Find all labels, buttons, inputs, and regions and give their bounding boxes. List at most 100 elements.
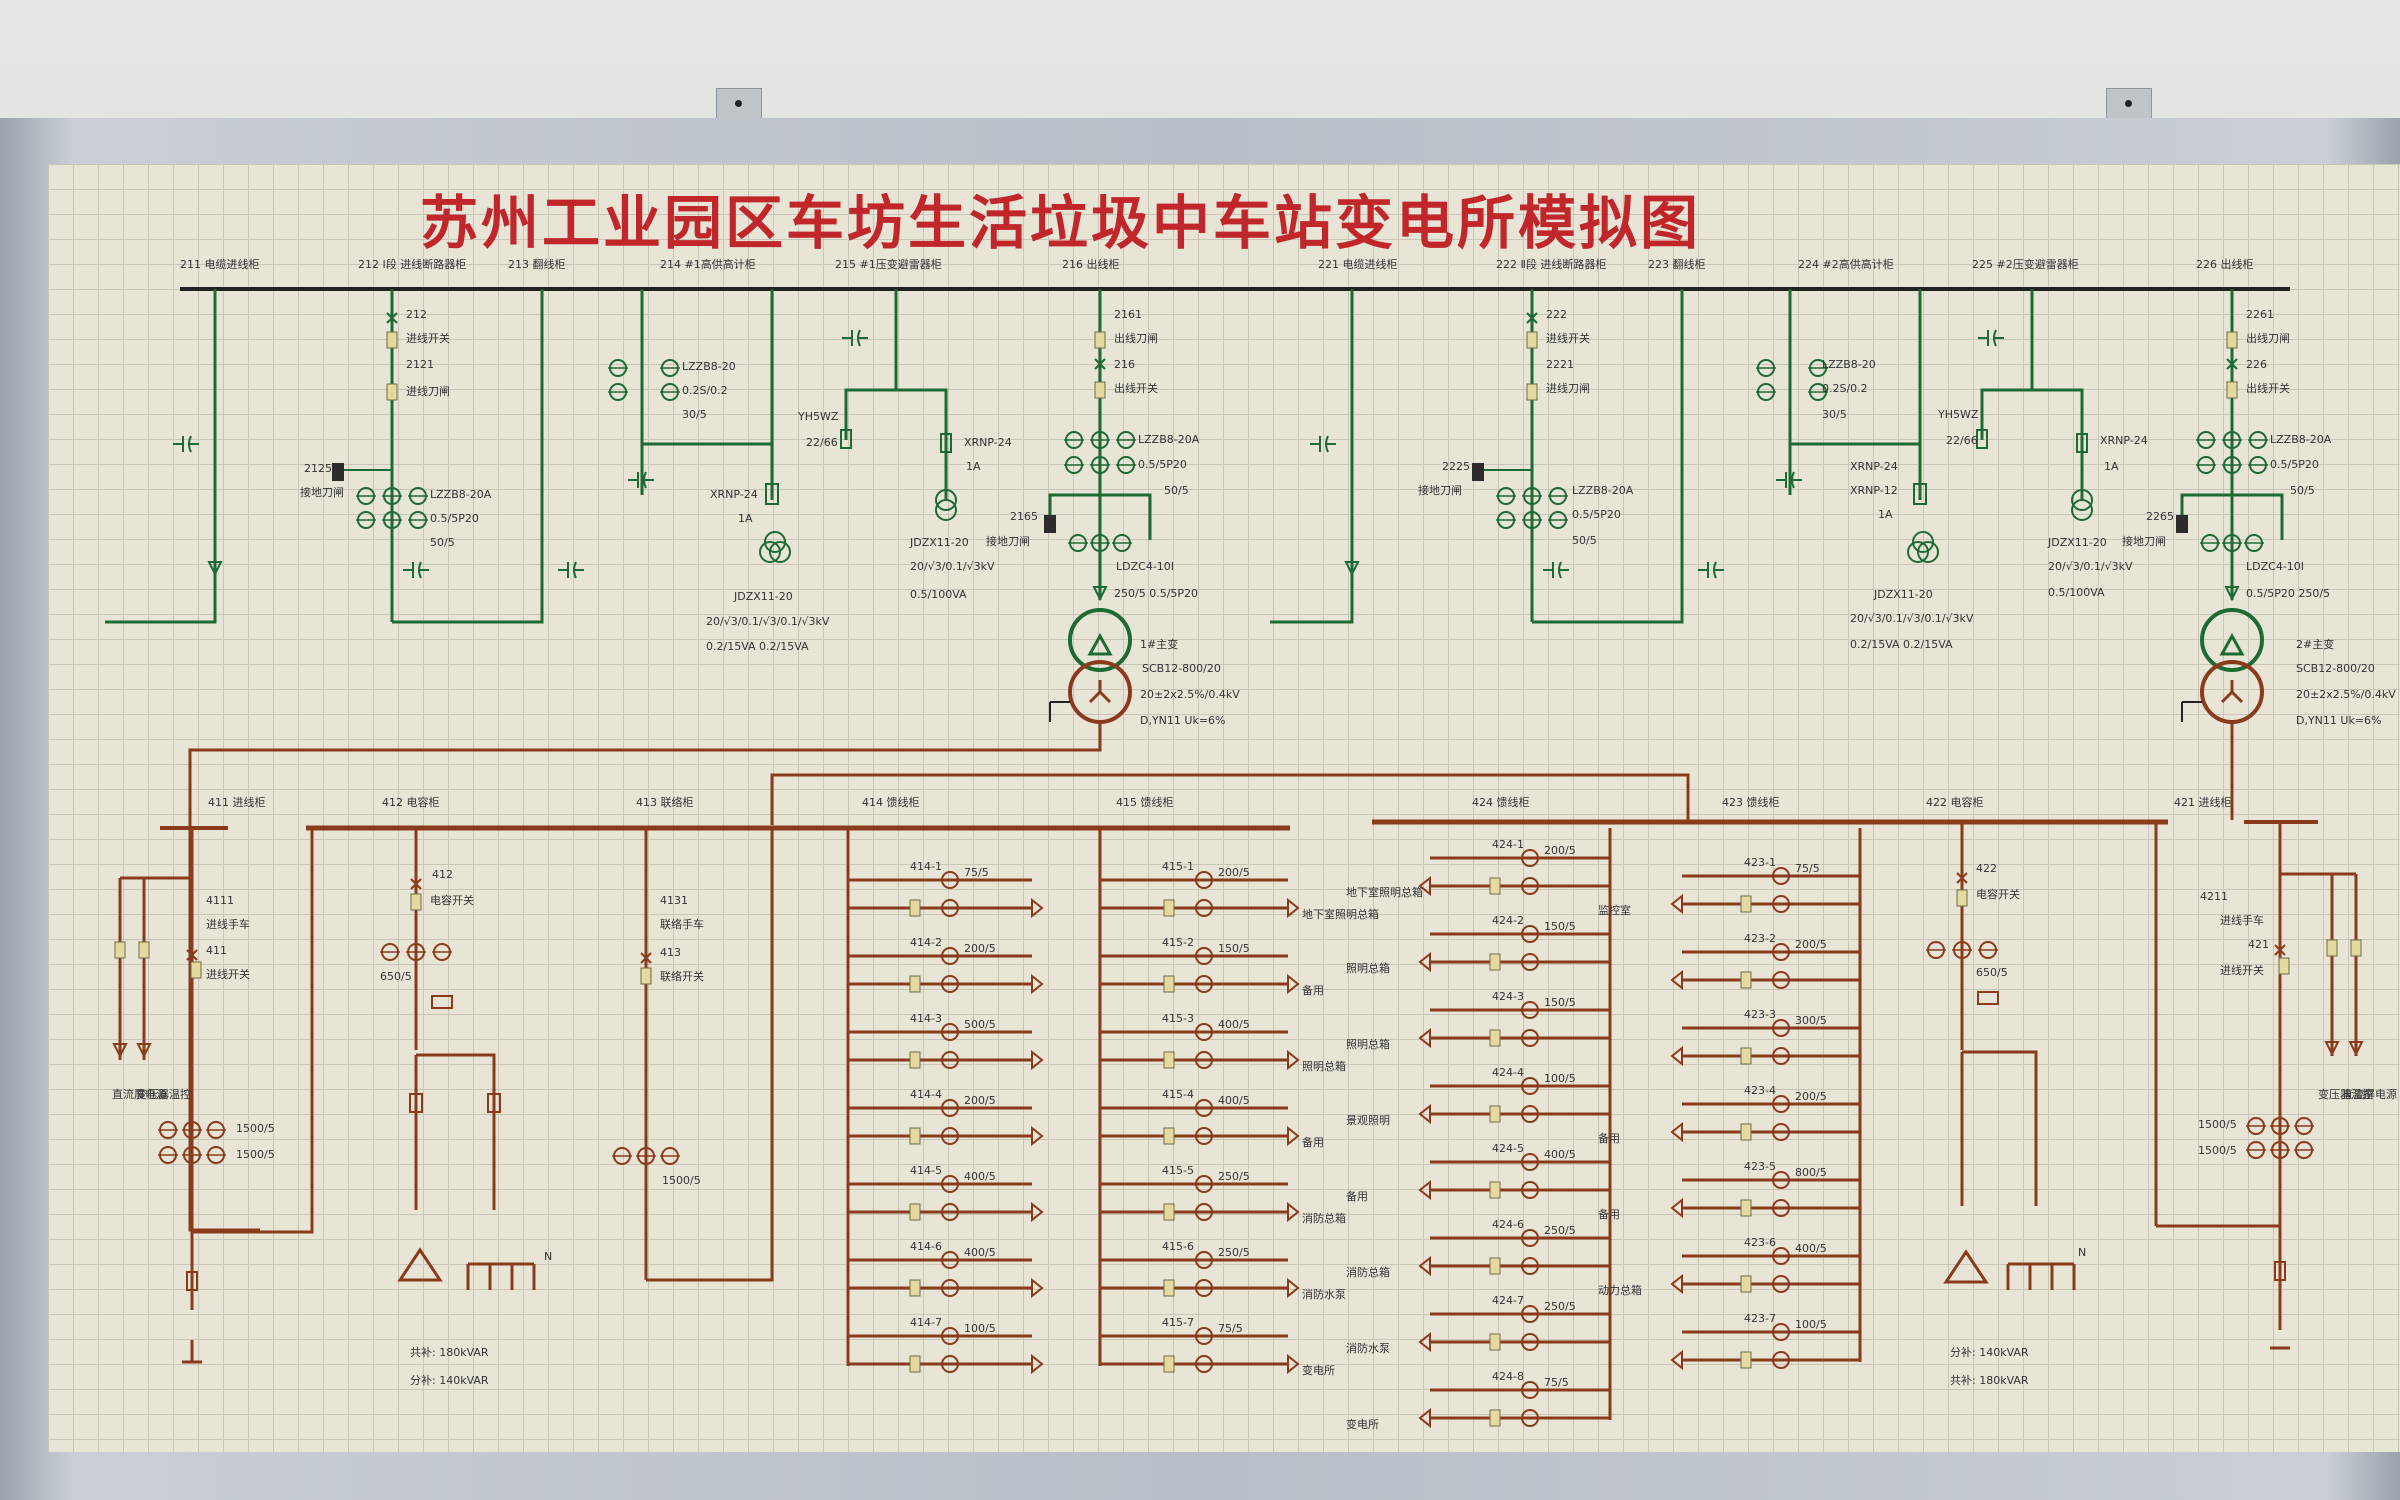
f424-feeder-switch (1489, 1257, 1501, 1275)
f415-terminal-arrow (1287, 1277, 1300, 1299)
f414-terminal-arrow (1031, 973, 1044, 995)
f414-feeder-id: 414-3 (910, 1012, 942, 1025)
pt-winding (935, 499, 957, 521)
f415-feeder-id: 415-3 (1162, 1012, 1194, 1025)
lv-panel-label-p411: 411 进线柜 (208, 795, 266, 809)
cable-terminal (1344, 561, 1360, 577)
f415-feeder-load: 地下室照明总箱 (1302, 907, 1379, 921)
lv-text-l421c: 1500/5 (2198, 1118, 2237, 1131)
hv-panel-label-p224: 224 #2高供高计柜 (1798, 257, 1894, 271)
f423-feeder-switch (1740, 1351, 1752, 1369)
lv-text-l421e: 变压器温控 (2318, 1087, 2373, 1101)
lv-text-l4221b: 电容开关 (1976, 887, 2020, 901)
hv-text-tlz2b: 0.2S/0.2 (682, 384, 728, 397)
f423-feeder-id: 423-2 (1744, 932, 1776, 945)
f424-terminal-arrow (1418, 1179, 1431, 1201)
hv-text-tjd4: JDZX11-20 (2047, 536, 2107, 549)
cap-branch (416, 1053, 496, 1210)
f414-feeder-switch (909, 1127, 921, 1145)
lv-text-l4221: 422 (1976, 862, 1997, 875)
f424-terminal-arrow (1418, 1331, 1431, 1353)
fuse (487, 1093, 501, 1113)
f415-feeder-load: 备用 (1302, 1135, 1324, 1149)
breaker-x (1526, 312, 1538, 324)
f424-terminal-arrow (1418, 951, 1431, 973)
hv-text-tjd1b: 20/√3/0.1/√3/0.1/√3kV (706, 615, 830, 628)
hv-text-txr1b: 1A (738, 512, 753, 525)
hv-text-tlz6: LZZB8-20A (2270, 433, 2332, 446)
fuse (765, 483, 779, 505)
f424-feeder-id: 424-6 (1492, 1218, 1524, 1231)
f424-feeder-ct: 75/5 (1544, 1376, 1569, 1389)
f414-feeder-ct: 100/5 (964, 1322, 996, 1335)
breaker-handle (386, 331, 398, 349)
f423-feeder-switch (1740, 971, 1752, 989)
hv-text-txr3b: XRNP-12 (1850, 484, 1898, 497)
f424-feeder-id: 424-4 (1492, 1066, 1524, 1079)
f414-feeder-switch (909, 1279, 921, 1297)
aux-switch (2326, 939, 2338, 957)
lv-text-l421b: 进线开关 (2220, 963, 2264, 977)
f424-feeder-ct: 250/5 (1544, 1224, 1576, 1237)
pt-winding (1917, 541, 1939, 563)
hv-text-ttr2b: SCB12-800/20 (2296, 662, 2375, 675)
earth-switch (1044, 515, 1056, 533)
f423-feeder-id: 423-5 (1744, 1160, 1776, 1173)
hv-text-t2261: 2261 (2246, 308, 2274, 321)
reactor (1977, 991, 1999, 1005)
pt-winding (769, 541, 791, 563)
f424-feeder-id: 424-2 (1492, 914, 1524, 927)
earth-switch (332, 463, 344, 481)
f415-feeder-ct: 250/5 (1218, 1246, 1250, 1259)
f423-terminal-arrow (1670, 893, 1683, 915)
hv-text-tjd1c: 0.2/15VA 0.2/15VA (706, 640, 809, 653)
f424-feeder-switch (1489, 953, 1501, 971)
cap-bank-delta (1943, 1249, 1989, 1284)
fuse (409, 1093, 423, 1113)
aux-arrow (2348, 1041, 2364, 1057)
f423-terminal-arrow (1670, 1197, 1683, 1219)
lv-panel-label-p423: 423 馈线柜 (1722, 795, 1780, 809)
hv-text-tjd2b: 20/√3/0.1/√3kV (910, 560, 995, 573)
f423-feeder-id: 423-3 (1744, 1008, 1776, 1021)
f414-feeder-switch (909, 1051, 921, 1069)
hv-text-ttr2d: D,YN11 Uk=6% (2296, 714, 2382, 727)
f424-feeder-ct: 200/5 (1544, 844, 1576, 857)
breaker-x (2274, 944, 2286, 956)
hv-panel-label-p213: 213 翻线柜 (508, 257, 566, 271)
cable-terminal (207, 561, 223, 577)
feeder-arrow (1092, 586, 1108, 602)
f415-feeder-ct: 200/5 (1218, 866, 1250, 879)
fuse (1913, 483, 1927, 505)
mounting-bracket-left (716, 88, 762, 120)
f415-feeder-load: 消防水泵 (1302, 1287, 1346, 1301)
hv-section (105, 287, 2290, 724)
hv-text-t2165b: 接地刀闸 (986, 535, 1030, 548)
cap-bank-delta (397, 1247, 443, 1282)
lv-incoming-1 (188, 722, 1102, 1232)
f423-feeder-ct: 400/5 (1795, 1242, 1827, 1255)
hv-text-t2121a: 2121 (406, 358, 434, 371)
lv-text-l412b: 电容开关 (430, 893, 474, 907)
delta-symbol (2219, 632, 2245, 656)
hv-text-tlz4b: 0.5/5P20 (1572, 508, 1621, 521)
lv-text-l422d: N (2078, 1246, 2086, 1259)
hv-panel-label-p211: 211 电缆进线柜 (180, 257, 260, 271)
disconnector-handle (1526, 383, 1538, 401)
lv-text-l412d: N (544, 1250, 552, 1263)
lv-text-l413: 413 (660, 946, 681, 959)
f424-feeder-switch (1489, 877, 1501, 895)
lv-text-l4211: 4211 (2200, 890, 2228, 903)
breaker-handle (190, 961, 202, 979)
hv-text-t2265b: 接地刀闸 (2122, 535, 2166, 548)
mimic-board (48, 164, 2400, 1452)
f414-terminal-arrow (1031, 1277, 1044, 1299)
hv-text-txr4b: 1A (2104, 460, 2119, 473)
f423-feeder-id: 423-1 (1744, 856, 1776, 869)
f424-terminal-arrow (1418, 1103, 1431, 1125)
delta-symbol (1087, 632, 1113, 656)
hv-text-t226b: 出线开关 (2246, 381, 2290, 395)
fuse (186, 1271, 198, 1291)
f415-feeder-id: 415-6 (1162, 1240, 1194, 1253)
